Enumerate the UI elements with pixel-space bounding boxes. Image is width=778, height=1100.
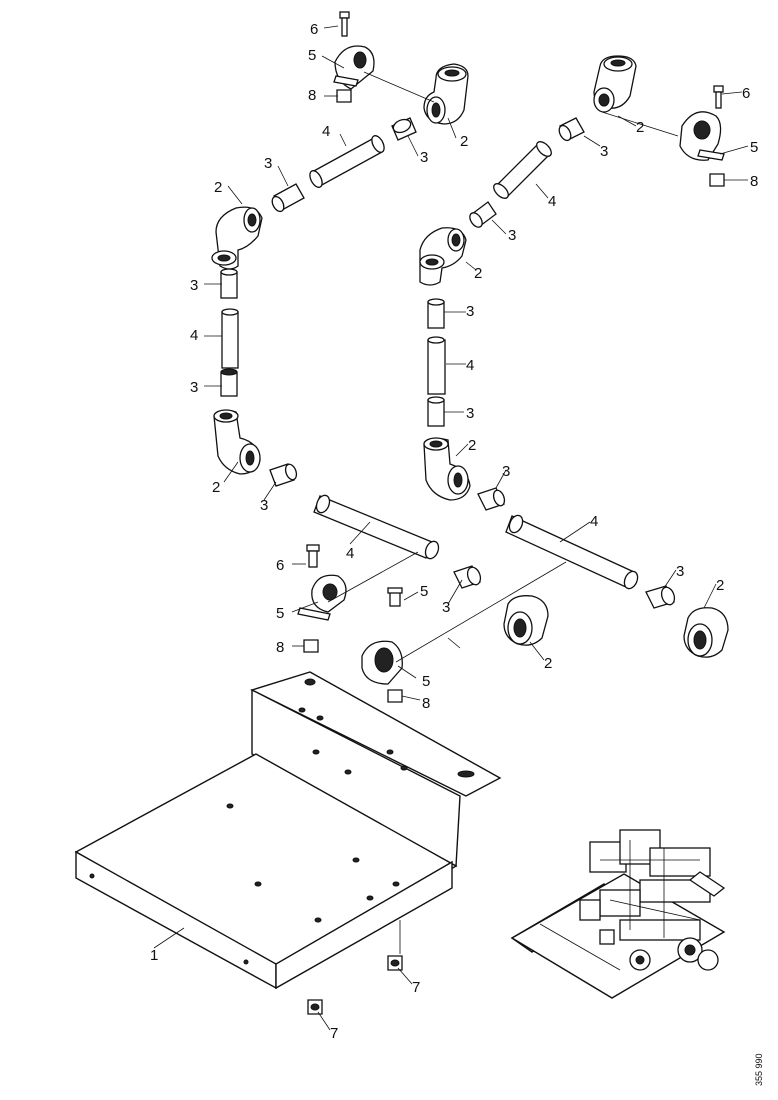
left-vertical-sleeve-top [220, 268, 238, 299]
callout-3: 3 [508, 227, 516, 244]
top-right-sleeve [558, 117, 585, 142]
upper-left-sleeve [271, 183, 305, 213]
callout-4: 4 [466, 357, 474, 374]
callout-2: 2 [544, 655, 552, 672]
callout-4: 4 [548, 193, 556, 210]
bottom-left-sleeve [453, 565, 482, 589]
upper-left-elbow [211, 206, 263, 270]
top-right-clamp [679, 85, 725, 187]
left-vertical-sleeve-bottom [220, 368, 238, 397]
callout-3: 3 [420, 149, 428, 166]
right-pipe-assembly [419, 55, 729, 658]
callout-3: 3 [190, 379, 198, 396]
callout-5: 5 [308, 47, 316, 64]
bottom-nuts [307, 955, 403, 1015]
callout-7: 7 [330, 1025, 338, 1042]
bottom-right-elbow [683, 607, 729, 658]
right-vertical-sleeve-top [427, 298, 445, 329]
lower-left-elbow [213, 409, 261, 475]
top-left-pipe [309, 135, 385, 188]
callout-3: 3 [466, 405, 474, 422]
callout-2: 2 [468, 437, 476, 454]
lower-right-sleeve [477, 487, 506, 511]
right-vertical-sleeve-bottom [427, 396, 445, 427]
callout-4: 4 [322, 123, 330, 140]
callout-3: 3 [600, 143, 608, 160]
lower-left-sleeve [269, 463, 298, 487]
callout-8: 8 [422, 695, 430, 712]
callout-2: 2 [474, 265, 482, 282]
left-vertical-pipe [221, 308, 239, 369]
callout-6: 6 [276, 557, 284, 574]
callout-5: 5 [276, 605, 284, 622]
callout-5: 5 [420, 583, 428, 600]
callout-3: 3 [264, 155, 272, 172]
callout-labels: 6 5 8 2 4 3 3 2 3 4 3 2 3 4 6 5 5 3 8 2 … [150, 21, 758, 1042]
callout-6: 6 [310, 21, 318, 38]
bottom-right-sleeve [645, 585, 676, 609]
drawing-reference-number: 355 990 [752, 1040, 772, 1090]
callout-8: 8 [750, 173, 758, 190]
callout-1: 1 [150, 947, 158, 964]
top-left-sleeve [391, 117, 417, 141]
callout-3: 3 [260, 497, 268, 514]
mid-left-clamp [297, 544, 403, 653]
top-right-pipe [493, 141, 552, 199]
callout-5: 5 [750, 139, 758, 156]
callout-3: 3 [190, 277, 198, 294]
top-left-elbow [423, 63, 469, 125]
top-right-elbow [593, 55, 637, 113]
callout-3: 3 [442, 599, 450, 616]
callout-4: 4 [346, 545, 354, 562]
left-pipe-assembly [211, 11, 549, 646]
callout-6: 6 [742, 85, 750, 102]
drawing-reference-text: 355 990 [754, 1053, 764, 1086]
callout-4: 4 [190, 327, 198, 344]
callout-4: 4 [590, 513, 598, 530]
callout-8: 8 [308, 87, 316, 104]
callout-2: 2 [460, 133, 468, 150]
upper-right-elbow [419, 227, 467, 286]
upper-right-sleeve [469, 201, 497, 228]
right-vertical-pipe [427, 336, 446, 395]
lower-right-elbow [423, 437, 471, 501]
leader-lines [153, 25, 749, 1031]
callout-3: 3 [502, 463, 510, 480]
callout-5: 5 [422, 673, 430, 690]
bottom-left-elbow [503, 595, 549, 646]
callout-8: 8 [276, 639, 284, 656]
callout-2: 2 [636, 119, 644, 136]
callout-7: 7 [412, 979, 420, 996]
mid-right-clamp [361, 640, 403, 703]
callout-2: 2 [214, 179, 222, 196]
inset-assembled-view [510, 829, 726, 999]
top-left-clamp [333, 11, 375, 103]
callout-2: 2 [212, 479, 220, 496]
callout-3: 3 [676, 563, 684, 580]
lower-right-pipe [505, 514, 639, 590]
lower-left-pipe [313, 494, 440, 560]
callout-2: 2 [716, 577, 724, 594]
mounting-plate [74, 671, 502, 990]
callout-3: 3 [466, 303, 474, 320]
